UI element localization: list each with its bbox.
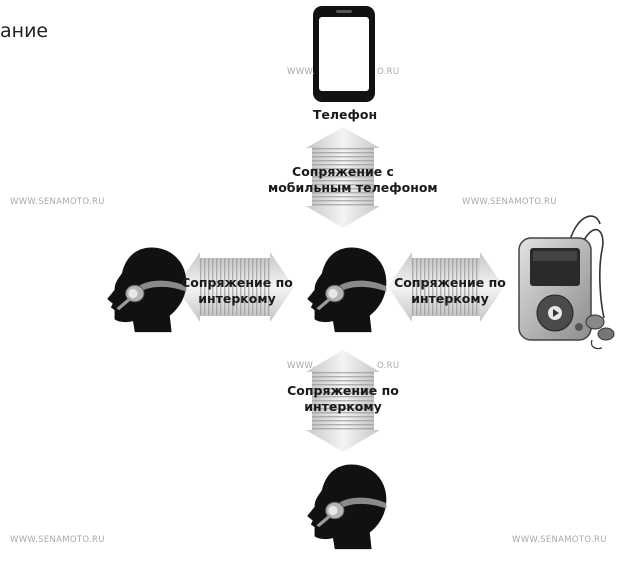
watermark-bottom-left: WWW.SENAMOTO.RU — [10, 535, 105, 545]
watermark-bottom-right: WWW.SENAMOTO.RU — [512, 535, 607, 545]
arrow-top — [306, 127, 380, 228]
bottom-link-label-line1: Сопряжение по — [287, 383, 399, 398]
head-bottom-icon — [306, 464, 387, 550]
head-left-icon — [106, 247, 187, 333]
right-link-label: Сопряжение по интеркому — [393, 275, 507, 307]
right-link-label-line2: интеркому — [411, 291, 489, 306]
arrow-bottom — [306, 350, 380, 452]
left-link-label-line1: Сопряжение по — [181, 275, 293, 290]
watermark-top-left: WWW. — [287, 67, 316, 77]
partial-title: ание — [0, 20, 49, 42]
left-link-label-line2: интеркому — [198, 291, 276, 306]
watermark-right: WWW.SENAMOTO.RU — [462, 197, 557, 207]
watermark-left: WWW.SENAMOTO.RU — [10, 197, 105, 207]
top-link-label: Сопряжение с мобильным телефоном — [268, 164, 438, 196]
watermark-center-right: O.RU — [377, 361, 400, 371]
bottom-link-label-line2: интеркому — [304, 399, 382, 414]
mp3-player-icon — [518, 215, 615, 350]
head-center-icon — [306, 247, 387, 333]
watermark-center-left: WWW. — [287, 361, 316, 371]
top-link-label-line1: Сопряжение с — [292, 164, 394, 179]
phone-label: Телефон — [312, 107, 378, 122]
arrow-left — [176, 252, 294, 322]
top-link-label-line2: мобильным телефоном — [268, 180, 438, 195]
watermark-top-right: O.RU — [377, 67, 400, 77]
left-link-label: Сопряжение по интеркому — [180, 275, 294, 307]
right-link-label-line1: Сопряжение по — [394, 275, 506, 290]
bottom-link-label: Сопряжение по интеркому — [280, 383, 406, 415]
phone-icon — [313, 6, 375, 102]
arrow-right — [388, 252, 504, 322]
